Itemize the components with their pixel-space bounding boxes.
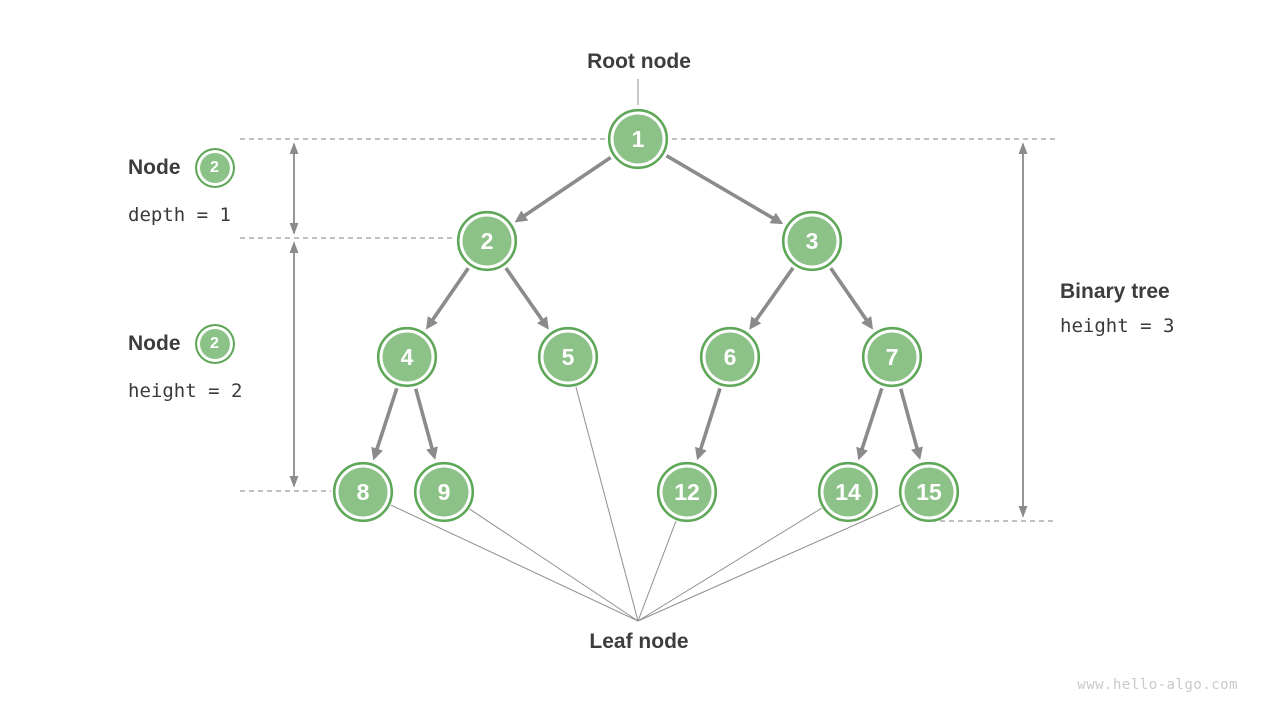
binary-tree-heading: Binary tree <box>1060 280 1170 303</box>
node-value-label: 3 <box>806 228 819 254</box>
node-height-value: height = 2 <box>128 380 243 402</box>
tree-node-3: 3 <box>781 210 843 272</box>
tree-edge-3-7 <box>829 267 874 330</box>
node-height-heading: Node <box>128 332 181 355</box>
node-fill-circle <box>823 467 873 517</box>
tree-node-2: 2 <box>456 210 518 272</box>
node-value-label: 15 <box>916 479 942 505</box>
tree-edge-7-15 <box>898 388 923 460</box>
node-fill-circle <box>904 467 954 517</box>
leaf-pointer-line <box>390 504 639 622</box>
tree-edge-2-4 <box>425 267 470 330</box>
node-value-label: 1 <box>632 126 645 152</box>
node-value-label: 4 <box>401 344 414 370</box>
tree-node-12: 12 <box>656 461 718 523</box>
leaf-pointer-line <box>637 520 677 622</box>
tree-edge-2-5 <box>504 267 549 330</box>
tree-edge-4-8 <box>371 387 399 461</box>
node-height-annotation: Node 2 height = 2 <box>128 322 242 402</box>
node-depth-heading: Node <box>128 156 181 179</box>
node-value-label: 8 <box>357 479 370 505</box>
node-fill-circle <box>382 332 432 382</box>
node-fill-circle <box>705 332 755 382</box>
tree-edge-3-6 <box>749 266 795 330</box>
node-value-label: 5 <box>562 344 575 370</box>
tree-node-4: 4 <box>376 326 438 388</box>
node-fill-circle <box>338 467 388 517</box>
node-fill-circle <box>462 216 512 266</box>
watermark: www.hello-algo.com <box>1077 677 1238 693</box>
node-fill-circle <box>543 332 593 382</box>
tree-node-15: 15 <box>898 461 960 523</box>
tree-node-8: 8 <box>332 461 394 523</box>
tree-node-14: 14 <box>817 461 879 523</box>
leaf-pointer-line <box>637 507 822 622</box>
leaf-pointer-line <box>637 504 901 622</box>
tree-node-5: 5 <box>537 326 599 388</box>
node-fill-circle <box>787 216 837 266</box>
node-height-badge: 2 <box>194 324 235 364</box>
node-fill-circle <box>613 114 663 164</box>
tree-node-1: 1 <box>607 108 669 170</box>
tree-node-9: 9 <box>413 461 475 523</box>
binary-tree-height-annotation: Binary tree height = 3 <box>1060 279 1174 337</box>
tree-edge-7-14 <box>856 387 884 461</box>
node-fill-circle <box>419 467 469 517</box>
leaf-pointer-line <box>469 508 639 622</box>
tree-node-7: 7 <box>861 326 923 388</box>
tree-node-6: 6 <box>699 326 761 388</box>
leaf-pointer-line <box>575 386 639 622</box>
node-value-label: 7 <box>886 344 899 370</box>
node-depth-value: depth = 1 <box>128 204 231 226</box>
node-fill-circle <box>662 467 712 517</box>
node-value-label: 6 <box>724 344 737 370</box>
node-value-label: 9 <box>438 479 451 505</box>
tree-edge-6-12 <box>694 387 722 461</box>
node-value-label: 12 <box>674 479 700 505</box>
leaf-node-label: Leaf node <box>589 630 689 653</box>
tree-edge-1-3 <box>665 154 784 225</box>
node-value-label: 14 <box>835 479 861 505</box>
tree-edge-4-9 <box>413 388 438 460</box>
node-value-label: 2 <box>481 228 494 254</box>
node-depth-annotation: Node 2 depth = 1 <box>128 146 235 226</box>
root-node-label: Root node <box>587 50 691 73</box>
tree-edge-1-2 <box>514 155 612 223</box>
binary-tree-height-value: height = 3 <box>1060 315 1175 337</box>
node-fill-circle <box>867 332 917 382</box>
node-depth-badge: 2 <box>194 148 235 188</box>
